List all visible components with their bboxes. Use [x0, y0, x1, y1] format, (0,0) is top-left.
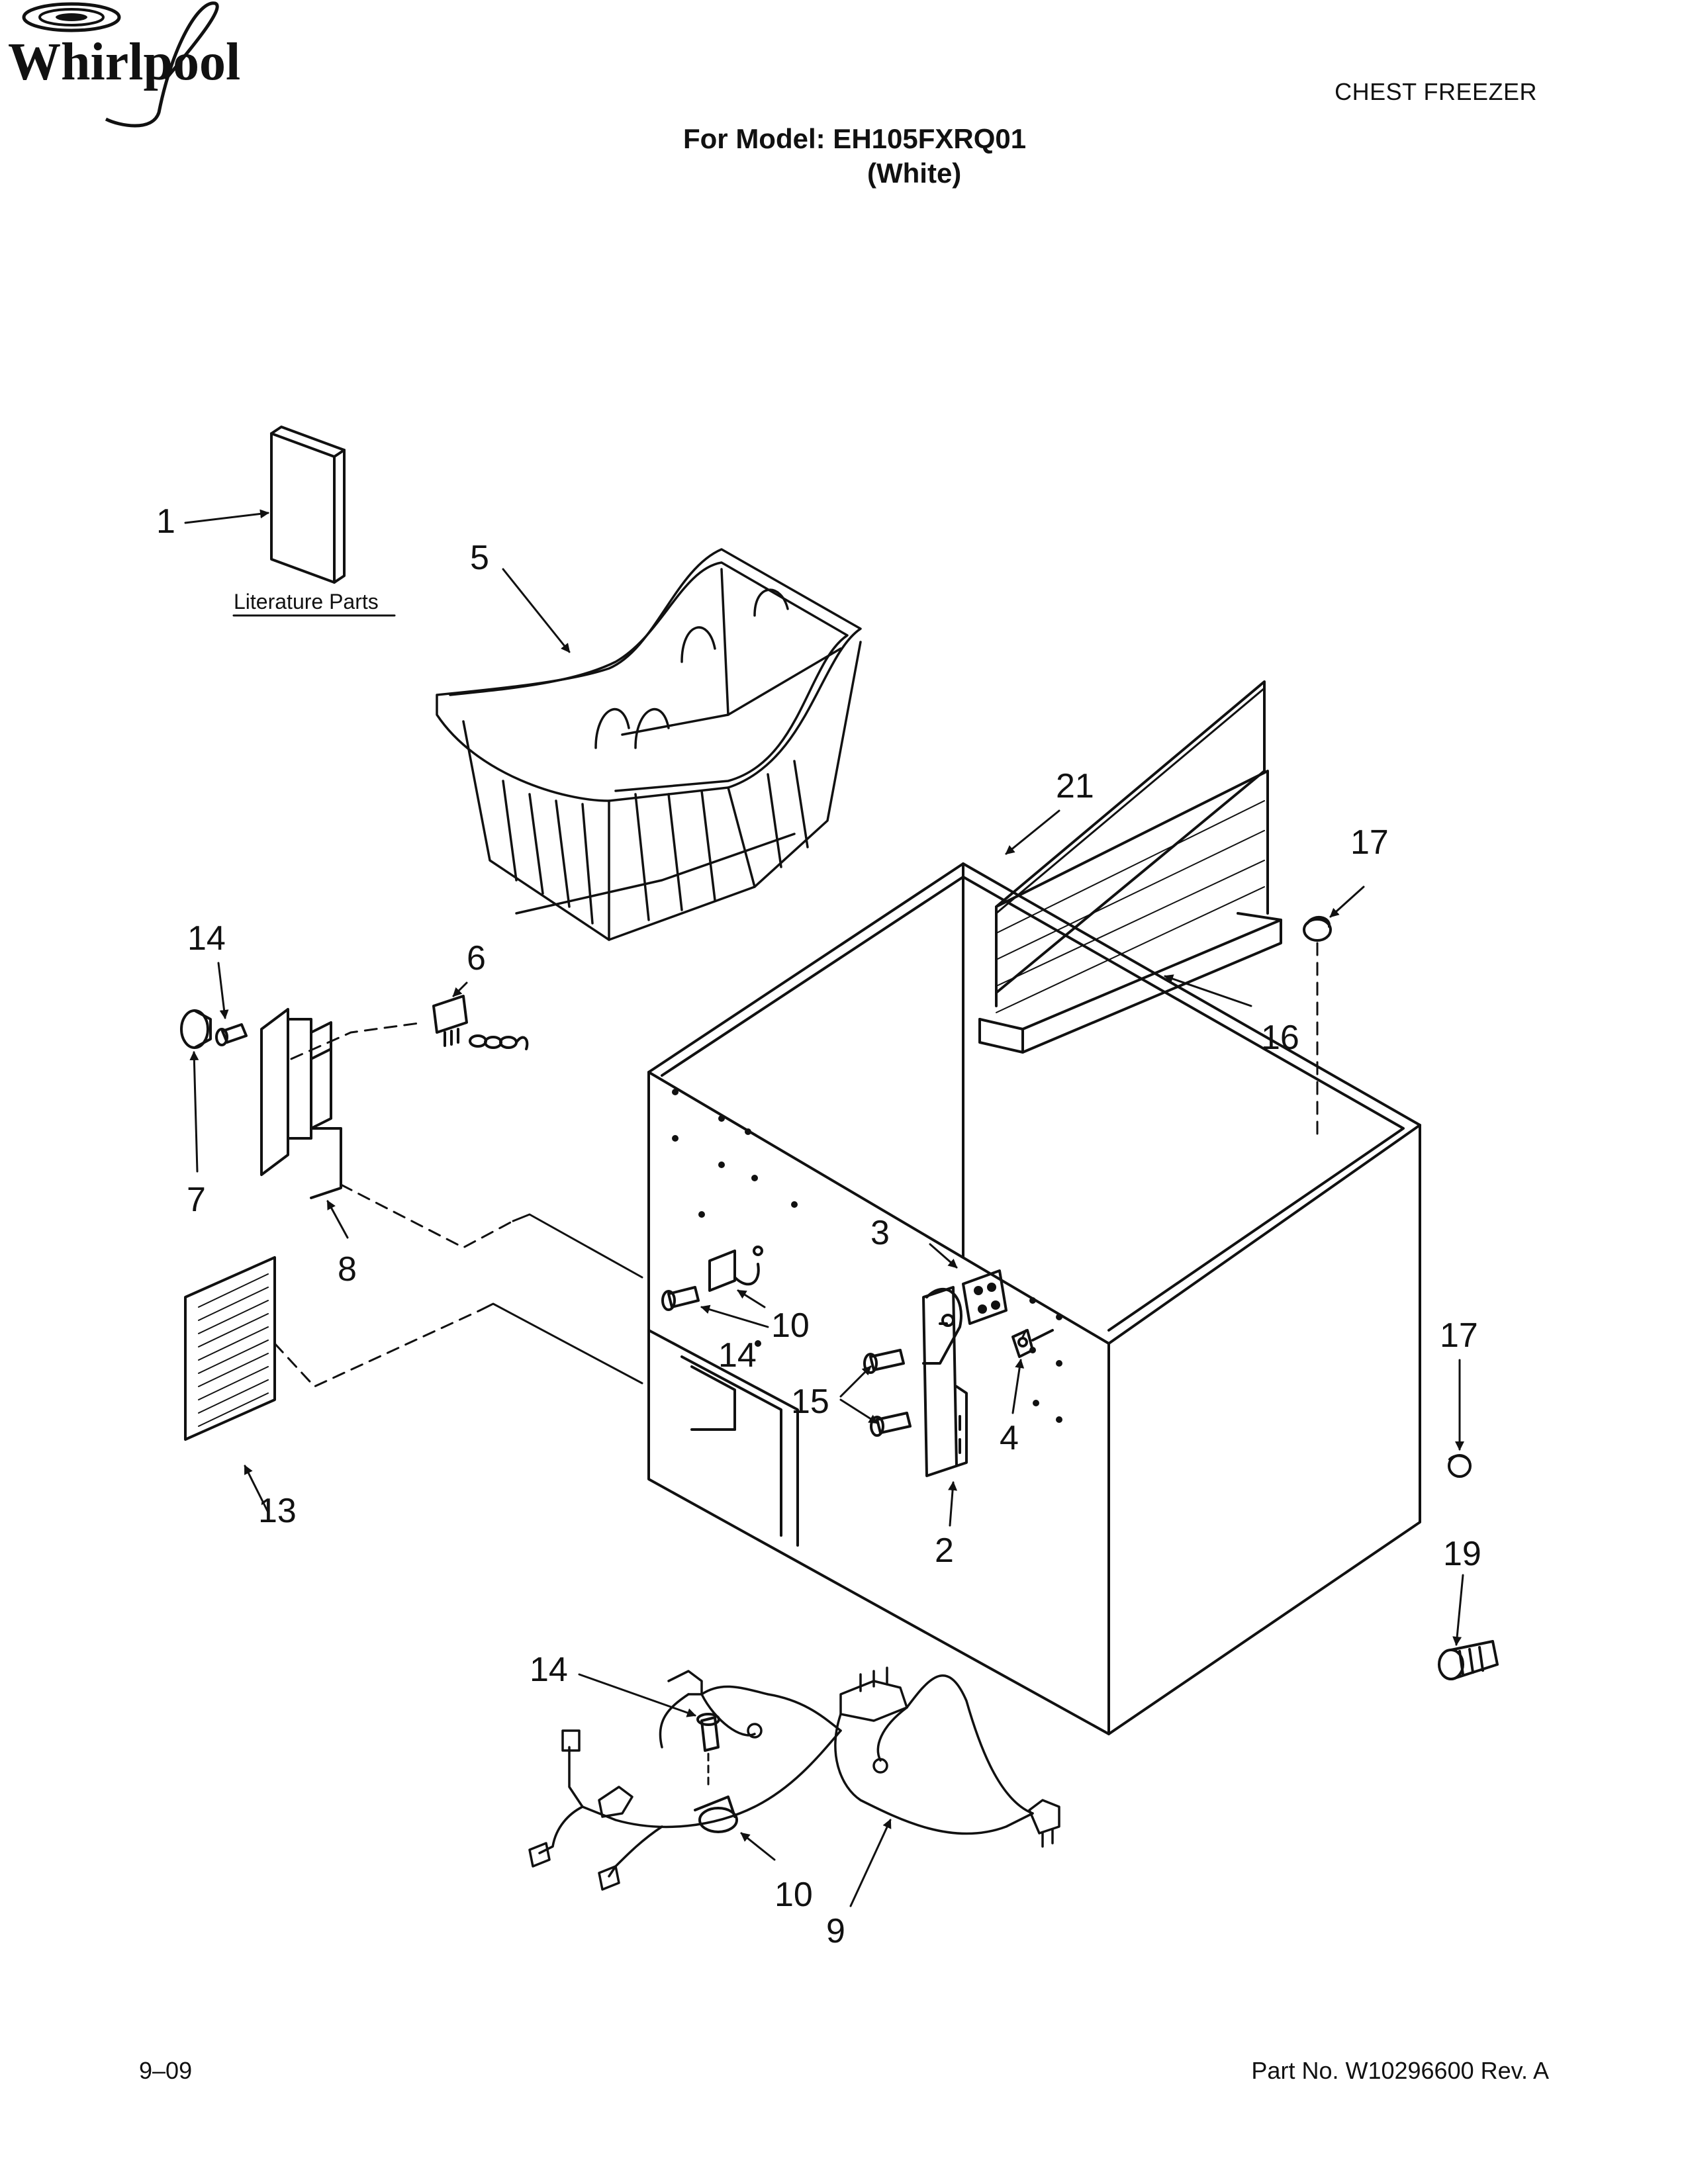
plug-button-icon [1303, 916, 1472, 1478]
hinge-stop-icon [1011, 1329, 1054, 1358]
literature-booklet-icon [270, 426, 346, 584]
hinge-icon [922, 1286, 968, 1477]
cabinet-icon [647, 862, 1421, 1735]
vent-grille-icon [184, 1256, 276, 1441]
appliance-category: CHEST FREEZER [1335, 78, 1537, 105]
callout-14-mid: 14 [718, 1336, 757, 1375]
svg-text:Whirlpool: Whirlpool [8, 33, 240, 91]
callout-17-top: 17 [1350, 823, 1389, 862]
thermostat-icon [432, 995, 529, 1050]
tubing-clip-icon [694, 1796, 738, 1833]
assembly-lines-solid [479, 1213, 643, 1385]
callout-17-side: 17 [1440, 1316, 1478, 1355]
callout-4: 4 [1000, 1419, 1019, 1457]
callout-5: 5 [470, 539, 489, 577]
leader-arrows [184, 509, 1464, 1907]
screw-icon [215, 1023, 248, 1046]
callout-14-top: 14 [187, 919, 226, 958]
callout-14-bottom: 14 [530, 1651, 568, 1689]
callout-13: 13 [258, 1492, 297, 1530]
screw-icon [696, 1713, 720, 1788]
leveling-foot-icon [1438, 1640, 1499, 1680]
model-number: For Model: EH105FXRQ01 [683, 123, 1027, 154]
callout-21: 21 [1056, 767, 1094, 805]
callout-8: 8 [338, 1250, 357, 1289]
callout-1: 1 [156, 502, 175, 541]
storage-basket-icon [436, 548, 862, 941]
callout-9: 9 [826, 1912, 845, 1950]
model-color: (White) [867, 158, 962, 189]
date-code: 9–09 [139, 2057, 193, 2084]
callout-15: 15 [791, 1383, 829, 1421]
screw-icon [863, 1349, 912, 1437]
callout-19: 19 [1443, 1535, 1481, 1573]
whirlpool-logo: Whirlpool [8, 1, 240, 128]
wire-harness-icon [528, 1666, 1060, 1891]
callout-3: 3 [870, 1214, 890, 1252]
callout-7: 7 [187, 1181, 206, 1219]
screw-icon [661, 1286, 700, 1311]
thermostat-knob-icon [180, 1009, 212, 1049]
control-bracket-icon [260, 1008, 342, 1199]
part-number: Part No. W10296600 Rev. A [1251, 2057, 1549, 2084]
callout-2: 2 [935, 1531, 954, 1570]
cabinet-holes [672, 1089, 1062, 1423]
callout-10-top: 10 [771, 1306, 810, 1345]
divider-panel-icon [978, 680, 1282, 1054]
literature-parts-label: Literature Parts [234, 590, 379, 614]
callout-16: 16 [1261, 1019, 1299, 1057]
tubing-clip-icon [708, 1246, 763, 1292]
callout-6: 6 [467, 939, 486, 978]
callout-10-bottom: 10 [774, 1876, 813, 1914]
hinge-plate-icon [962, 1269, 1008, 1325]
